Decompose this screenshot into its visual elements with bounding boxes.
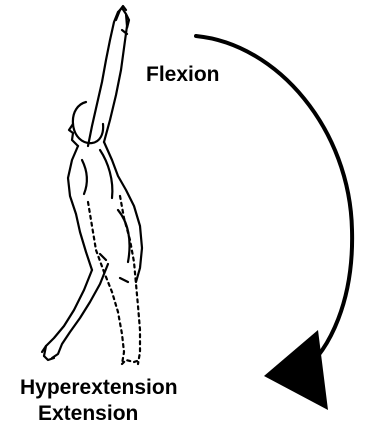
leg-solid-front <box>44 270 92 356</box>
hyperextension-label: Hyperextension <box>20 377 178 398</box>
raised-arm <box>88 8 129 146</box>
motion-arrow <box>196 36 352 410</box>
leg-solid-back <box>52 264 108 358</box>
extension-label: Extension <box>38 403 138 424</box>
head <box>73 102 103 143</box>
hand <box>116 6 127 34</box>
arrow-arc <box>196 36 352 372</box>
human-figure <box>42 6 142 364</box>
flexion-label: Flexion <box>146 64 220 85</box>
leg-dotted-front <box>88 202 124 364</box>
arrowhead-icon <box>264 330 328 410</box>
torso-front <box>68 146 92 270</box>
knee <box>100 254 128 282</box>
chest <box>82 160 87 194</box>
